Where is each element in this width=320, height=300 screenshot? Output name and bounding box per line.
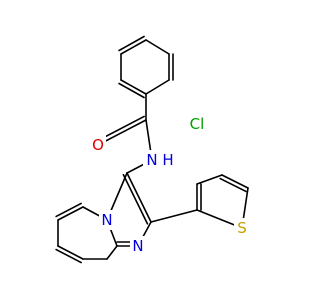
atom-ring-nitrogen: N [132,237,143,255]
label-bg-n-ring [130,236,146,256]
label-bg-o [90,135,106,155]
bond-t3-t4 [196,174,223,185]
atom-amide-hydrogen: H [162,151,173,169]
bond-p7-p8 [55,248,82,264]
bond-p7-p8 [57,245,84,260]
molecule-structure: Cl O N H N N S [55,35,250,264]
label-bg-nh [143,150,175,170]
bond-c3-c2 [126,172,152,223]
bond-b3-b4 [118,82,145,99]
atom-sulfur: S [237,219,247,237]
bond-t4-t5 [219,177,248,193]
bond-c3-c2 [122,173,149,225]
bond-b3-b4 [120,79,147,95]
atom-oxygen: O [92,136,104,154]
bond-t4-t5 [221,174,249,189]
atom-labels: Cl O N H N N S [90,114,250,256]
atom-chlorine: Cl [190,115,205,133]
label-bg-cl [185,114,209,134]
bonds [55,35,249,264]
label-bg-s [234,218,250,238]
bond-b4-b5 [145,79,170,95]
bond-c2-t2 [150,209,198,223]
bond-b6-b1 [145,39,170,55]
bond-p5-p6 [57,206,84,221]
bond-p9-c8a [106,245,118,260]
bond-b1-b2 [120,39,147,55]
atom-amide-nitrogen: N [146,151,157,169]
bond-p5-p6 [55,202,82,218]
bond-b1-b2 [118,35,145,52]
label-bg-n-bridge [99,210,115,230]
atom-bridgehead-nitrogen: N [101,211,112,229]
